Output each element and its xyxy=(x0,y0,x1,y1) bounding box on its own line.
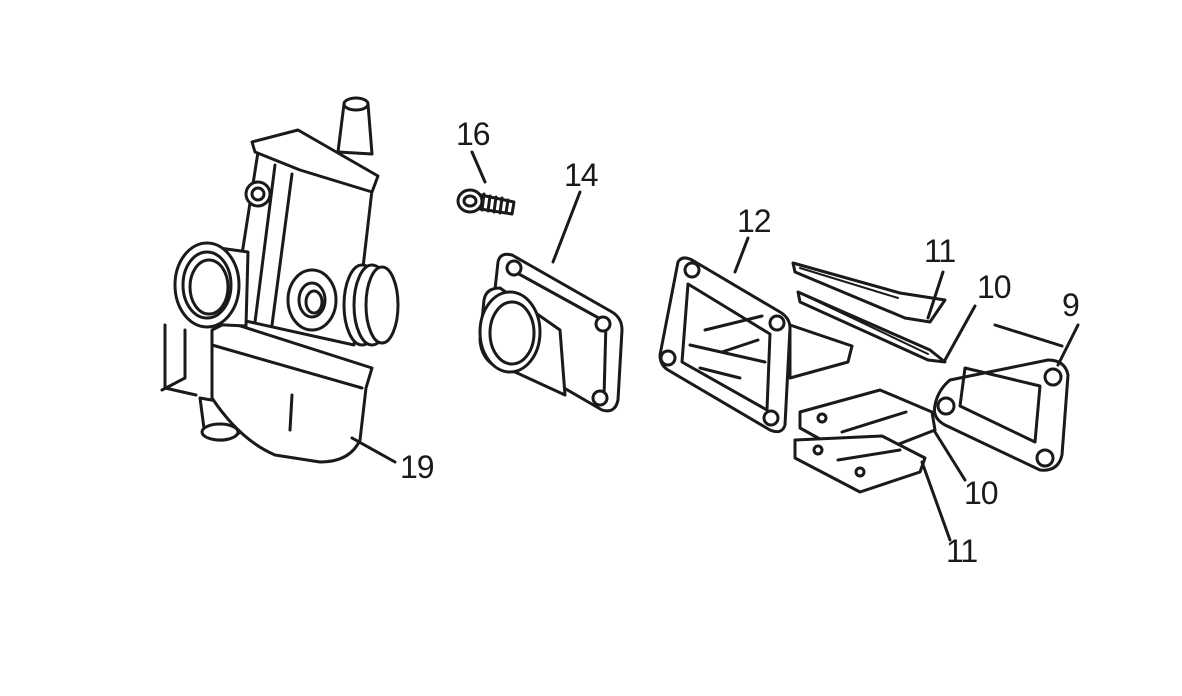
leader-line-14 xyxy=(551,190,582,264)
reed-block-frame xyxy=(658,256,792,434)
reed-petal-upper xyxy=(791,261,947,324)
leader-line-9 xyxy=(1056,323,1080,367)
leader-line-11-upper xyxy=(926,270,945,320)
leader-lines xyxy=(350,150,1080,542)
carburetor-top-plate xyxy=(250,128,380,194)
reed-petal-lower xyxy=(793,434,927,494)
leader-line-10-upper xyxy=(943,304,977,362)
callout-label-9: 9 xyxy=(1062,287,1079,323)
carburetor xyxy=(160,96,400,464)
gasket xyxy=(933,323,1070,472)
carburetor-bracket xyxy=(160,323,198,397)
callout-labels: 16 14 12 11 10 9 19 10 11 xyxy=(400,116,1080,569)
gasket-window xyxy=(958,366,1042,444)
reed-block-hole xyxy=(683,261,701,279)
reed-stopper-upper xyxy=(796,290,947,364)
reed-block-wedge xyxy=(788,323,854,380)
bolt-head xyxy=(456,188,484,214)
leader-line-16 xyxy=(470,150,487,184)
gasket-hole xyxy=(936,396,956,416)
manifold-hole xyxy=(505,259,523,277)
callout-label-12: 12 xyxy=(737,203,771,239)
callout-label-11-lower: 11 xyxy=(946,533,977,569)
callout-label-10-lower: 10 xyxy=(964,475,998,511)
leader-line-19 xyxy=(350,436,397,464)
reed-block xyxy=(658,256,854,434)
callout-label-14: 14 xyxy=(564,157,598,193)
callout-label-10-upper: 10 xyxy=(977,269,1011,305)
intake-manifold xyxy=(478,252,624,413)
bolt xyxy=(456,188,516,216)
leader-line-11-lower xyxy=(920,460,952,542)
callout-label-19: 19 xyxy=(400,449,434,485)
callout-label-11-upper: 11 xyxy=(924,233,955,269)
callout-label-16: 16 xyxy=(456,116,490,152)
carburetor-center-port xyxy=(286,268,338,332)
leader-line-10-lower xyxy=(933,430,967,482)
leader-line-12 xyxy=(733,236,750,274)
